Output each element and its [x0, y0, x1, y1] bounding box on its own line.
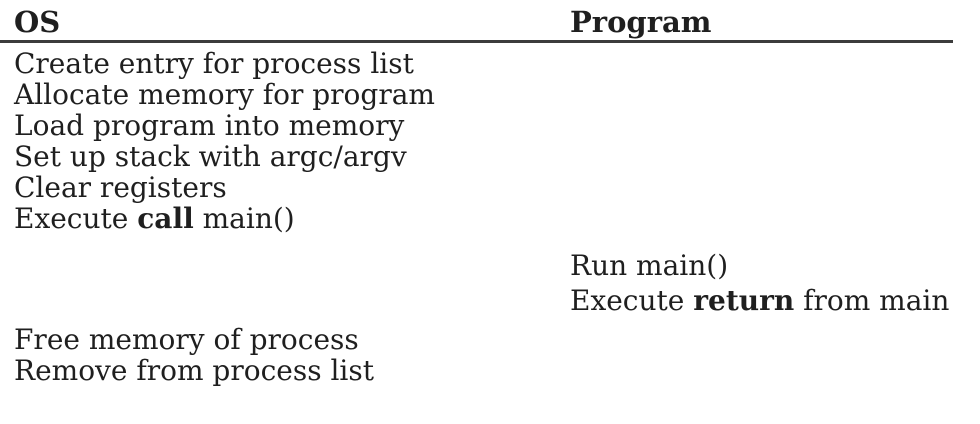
row-text-prefix: Execute [570, 284, 694, 317]
table-row-create-entry: Create entry for process list [14, 47, 414, 80]
header-rule-divider [0, 40, 953, 43]
table-row-free-memory: Free memory of process [14, 323, 359, 356]
table-header-row: OS Program [0, 0, 980, 40]
table-row-allocate-memory: Allocate memory for program [14, 78, 435, 111]
table-row-load-program: Load program into memory [14, 109, 405, 142]
column-header-os: OS [14, 5, 61, 39]
column-header-program: Program [570, 5, 712, 39]
table-body: Create entry for process list Allocate m… [0, 43, 980, 386]
row-text-suffix: from main [794, 284, 950, 317]
keyword-call: call [137, 202, 194, 235]
table-row-run-main: Run main() [570, 249, 729, 282]
row-text-suffix: main() [193, 202, 295, 235]
table-row-execute-call-main: Execute call main() [0, 203, 980, 234]
table-row-remove-from-list: Remove from process list [14, 354, 374, 387]
table-row-clear-registers: Clear registers [14, 171, 227, 204]
keyword-return: return [693, 284, 795, 317]
row-text-prefix: Execute [14, 202, 138, 235]
table-row-setup-stack: Set up stack with argc/argv [14, 140, 407, 173]
table-row-execute-return: Execute return from main [0, 285, 980, 316]
